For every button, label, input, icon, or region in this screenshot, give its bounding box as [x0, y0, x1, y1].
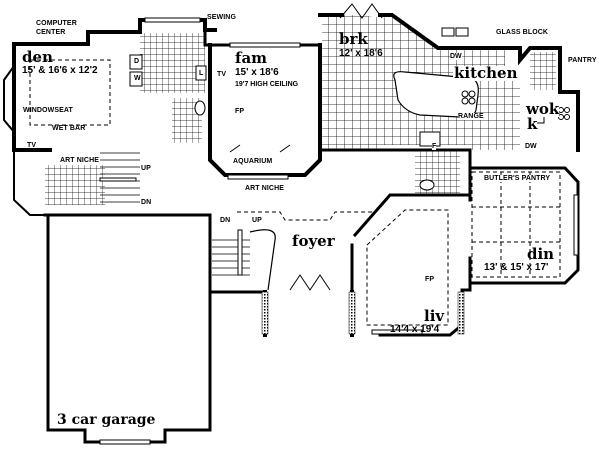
note-dw-kitchen: DW	[450, 53, 462, 60]
note-washer: W	[134, 75, 141, 82]
note-fridge: F	[432, 143, 437, 150]
note-wet-bar: WET BAR	[52, 125, 86, 132]
note-sewing: SEWING	[207, 14, 236, 21]
room-liv-dimensions: 14'4 x 19'4	[390, 324, 440, 335]
windows	[99, 17, 579, 445]
room-garage-name: 3 car garage	[57, 412, 156, 428]
room-fam-note: 19'7 HIGH CEILING	[235, 81, 299, 88]
note-butlers-pantry: BUTLER'S PANTRY	[484, 175, 551, 182]
note-computer-center-2: CENTER	[36, 29, 66, 36]
note-art-niche-left: ART NICHE	[60, 157, 100, 164]
room-brk-dimensions: 12' x 18'6	[339, 48, 383, 59]
room-kitchen-name: kitchen	[453, 64, 519, 82]
room-din-name: din	[527, 245, 555, 263]
room-fam-name: fam	[235, 49, 268, 67]
note-tv-fam: TV	[217, 71, 227, 78]
note-glass-block: GLASS BLOCK	[496, 29, 549, 36]
kitchen-island	[393, 71, 479, 118]
note-up-rear: UP	[141, 165, 151, 172]
note-computer-center-1: COMPUTER	[36, 20, 77, 27]
dashed-outlines	[29, 59, 561, 326]
note-range: RANGE	[458, 113, 484, 120]
note-fp-fam: FP	[235, 108, 245, 115]
room-foyer-name: foyer	[292, 232, 335, 250]
room-den-dimensions: 15' & 16'6 x 12'2	[22, 65, 98, 76]
room-brk-name: brk	[339, 30, 368, 48]
note-linen: L	[199, 70, 204, 77]
room-liv-name: liv	[424, 307, 445, 325]
note-window-seat: WINDOWSEAT	[23, 107, 73, 114]
note-pantry: PANTRY	[568, 57, 597, 64]
note-up-front: UP	[252, 217, 262, 224]
note-dn-rear: DN	[141, 199, 152, 206]
room-wok-name2: k	[527, 115, 538, 133]
note-fp-liv: FP	[425, 276, 435, 283]
note-aquarium: AQUARIUM	[233, 158, 273, 165]
room-wok-name: wok	[526, 100, 560, 118]
room-din-dimensions: 13' & 15' x 17'	[484, 262, 549, 273]
room-den-name: den	[22, 48, 53, 66]
note-tv-den: TV	[27, 142, 37, 149]
note-dryer: D	[134, 58, 140, 65]
note-dn-front: DN	[220, 217, 231, 224]
hatched-walls	[261, 291, 465, 335]
entry-doors	[229, 3, 383, 291]
note-dw-wok: DW	[525, 143, 537, 150]
stairs	[99, 152, 276, 291]
note-art-niche-fam: ART NICHE	[245, 185, 285, 192]
room-fam-dimensions: 15' x 18'6	[235, 67, 279, 78]
